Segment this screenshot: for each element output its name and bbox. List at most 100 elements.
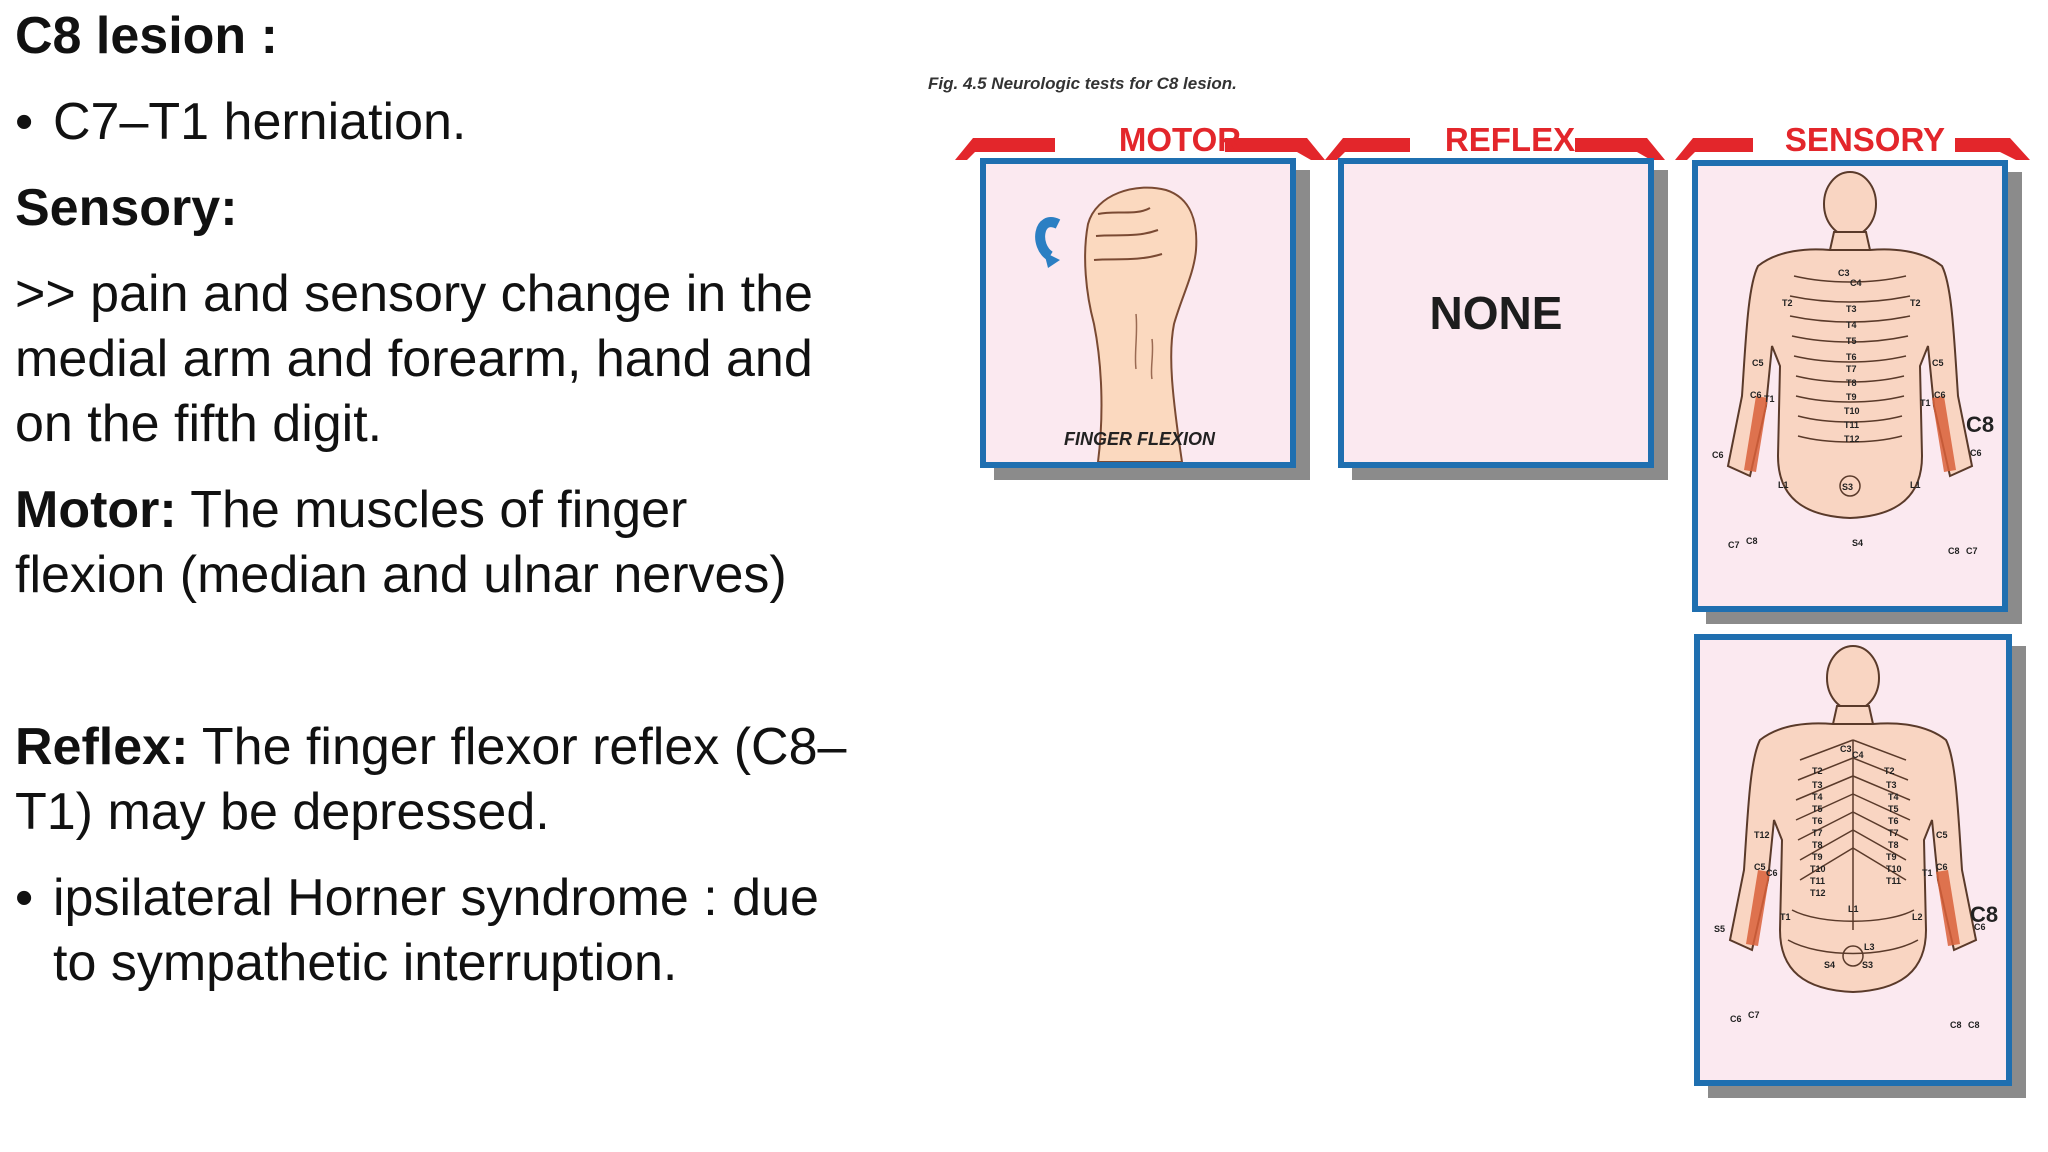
svg-text:S4: S4 [1852, 538, 1863, 548]
svg-text:C6: C6 [1712, 450, 1724, 460]
svg-text:T9: T9 [1846, 392, 1857, 402]
svg-text:T8: T8 [1812, 840, 1823, 850]
svg-text:T6: T6 [1846, 352, 1857, 362]
back-sacral-circle [1842, 945, 1864, 967]
svg-text:T10: T10 [1844, 406, 1860, 416]
finger-flexion-label: FINGER FLEXION [1064, 429, 1216, 449]
svg-text:T3: T3 [1846, 304, 1857, 314]
motor-text-1: The muscles of finger [176, 481, 688, 539]
reflex-none-text: NONE [1429, 287, 1563, 339]
svg-text:S5: S5 [1714, 924, 1725, 934]
svg-text:C6: C6 [1750, 390, 1762, 400]
svg-text:T9: T9 [1812, 852, 1823, 862]
bullet-herniation: • C7–T1 herniation. [15, 90, 466, 155]
bullet-dot: • [15, 869, 34, 927]
bullet-herniation-text: C7–T1 herniation. [53, 93, 467, 151]
neurologic-tests-figure: Fig. 4.5 Neurologic tests for C8 lesion.… [920, 60, 2040, 1100]
svg-text:T1: T1 [1764, 394, 1775, 404]
bullet-horner-line-1: ipsilateral Horner syndrome : due [53, 869, 819, 927]
svg-text:T1: T1 [1920, 398, 1931, 408]
motor-heading: Motor: [15, 481, 177, 539]
svg-text:C6: C6 [1936, 862, 1948, 872]
bullet-horner: • ipsilateral Horner syndrome : due to s… [15, 866, 819, 996]
figure-caption: Fig. 4.5 Neurologic tests for C8 lesion. [928, 74, 1237, 93]
sensory-banner-label: SENSORY [1784, 121, 1946, 158]
svg-text:C8: C8 [1950, 1020, 1962, 1030]
svg-text:C4: C4 [1850, 278, 1862, 288]
svg-text:T12: T12 [1844, 434, 1860, 444]
reflex-line-1: Reflex: The finger flexor reflex (C8– [15, 715, 846, 780]
svg-text:C5: C5 [1754, 862, 1766, 872]
svg-text:T3: T3 [1812, 780, 1823, 790]
bullet-horner-line-2: to sympathetic interruption. [53, 934, 678, 992]
svg-text:C8: C8 [1968, 1020, 1980, 1030]
c8-label-front: C8 [1966, 412, 1994, 437]
svg-text:T7: T7 [1888, 828, 1899, 838]
sensory-banner-right-arrow [2000, 138, 2030, 160]
sensory-banner-left-arrow [1675, 138, 1753, 160]
rotation-arrow-icon [1035, 217, 1061, 261]
sensory-banner-right-bar [1955, 138, 2000, 152]
svg-text:C6: C6 [1766, 868, 1778, 878]
svg-text:T1: T1 [1922, 868, 1933, 878]
sensory-line-2: medial arm and forearm, hand and [15, 330, 813, 388]
reflex-banner-right-arrow [1637, 138, 1665, 160]
svg-text:T2: T2 [1812, 766, 1823, 776]
sensory-heading: Sensory: [15, 179, 238, 237]
svg-text:T11: T11 [1844, 420, 1859, 430]
c8-label-back: C8 [1970, 902, 1998, 927]
svg-text:T4: T4 [1846, 320, 1857, 330]
reflex-heading: Reflex: [15, 718, 189, 776]
reflex-text-1: The finger flexor reflex (C8– [188, 718, 847, 776]
svg-text:L1: L1 [1910, 480, 1921, 490]
sensory-line-3: on the fifth digit. [15, 395, 383, 453]
slide-title: C8 lesion : [15, 7, 278, 65]
back-left-c8-dermatome [1746, 870, 1770, 946]
svg-text:T3: T3 [1886, 780, 1897, 790]
svg-text:T5: T5 [1888, 804, 1899, 814]
svg-text:C3: C3 [1838, 268, 1850, 278]
svg-text:T11: T11 [1886, 876, 1901, 886]
svg-text:C3: C3 [1840, 744, 1852, 754]
svg-text:T5: T5 [1846, 336, 1857, 346]
sacral-circle [1839, 475, 1861, 497]
left-c8-dermatome [1744, 396, 1768, 472]
svg-text:C8: C8 [1948, 546, 1960, 556]
motor-banner-right-arrow [1297, 138, 1325, 160]
svg-text:T7: T7 [1846, 364, 1857, 374]
svg-text:C7: C7 [1728, 540, 1740, 550]
reflex-banner-left-arrow [1325, 138, 1410, 160]
motor-line-1: Motor: The muscles of finger [15, 478, 687, 543]
svg-text:C6: C6 [1974, 922, 1986, 932]
svg-text:C6: C6 [1934, 390, 1946, 400]
svg-text:T1: T1 [1780, 912, 1791, 922]
back-right-c8-dermatome [1936, 870, 1960, 946]
svg-text:T10: T10 [1886, 864, 1902, 874]
front-dermatome-labels: C3 C4 T2 T2 T3 T4 T5 T6 T7 T8 T9 T10 T11… [1712, 268, 1982, 556]
svg-text:C5: C5 [1932, 358, 1944, 368]
sensory-front-panel: C8 C3 C4 T2 T2 T3 T4 T5 T6 T7 T8 T9 T10 … [1692, 160, 2008, 612]
reflex-banner: REFLEX [1410, 120, 1610, 160]
svg-text:C7: C7 [1748, 1010, 1760, 1020]
front-dermatome-body-icon: C8 C3 C4 T2 T2 T3 T4 T5 T6 T7 T8 T9 T10 … [1712, 171, 1994, 556]
motor-banner-label: MOTOR [1118, 121, 1242, 158]
arrow-head-icon [1044, 252, 1060, 268]
svg-text:C6: C6 [1730, 1014, 1742, 1024]
motor-banner: MOTOR [1060, 120, 1300, 160]
svg-text:T6: T6 [1812, 816, 1823, 826]
back-dermatome-bands [1787, 739, 1919, 955]
svg-text:C5: C5 [1752, 358, 1764, 368]
fist-icon [1084, 186, 1198, 462]
svg-text:S3: S3 [1862, 960, 1873, 970]
sensory-line-1: >> pain and sensory change in the [15, 265, 813, 323]
section-banners [955, 138, 2030, 160]
svg-text:T10: T10 [1810, 864, 1826, 874]
motor-banner-right-bar [1225, 138, 1297, 152]
svg-text:C4: C4 [1852, 750, 1864, 760]
svg-text:T12: T12 [1754, 830, 1770, 840]
motor-banner-left-bar [973, 138, 1055, 152]
right-c8-dermatome [1932, 396, 1956, 472]
svg-text:C5: C5 [1936, 830, 1948, 840]
reflex-banner-label: REFLEX [1444, 121, 1576, 158]
reflex-panel: NONE [1338, 158, 1654, 468]
